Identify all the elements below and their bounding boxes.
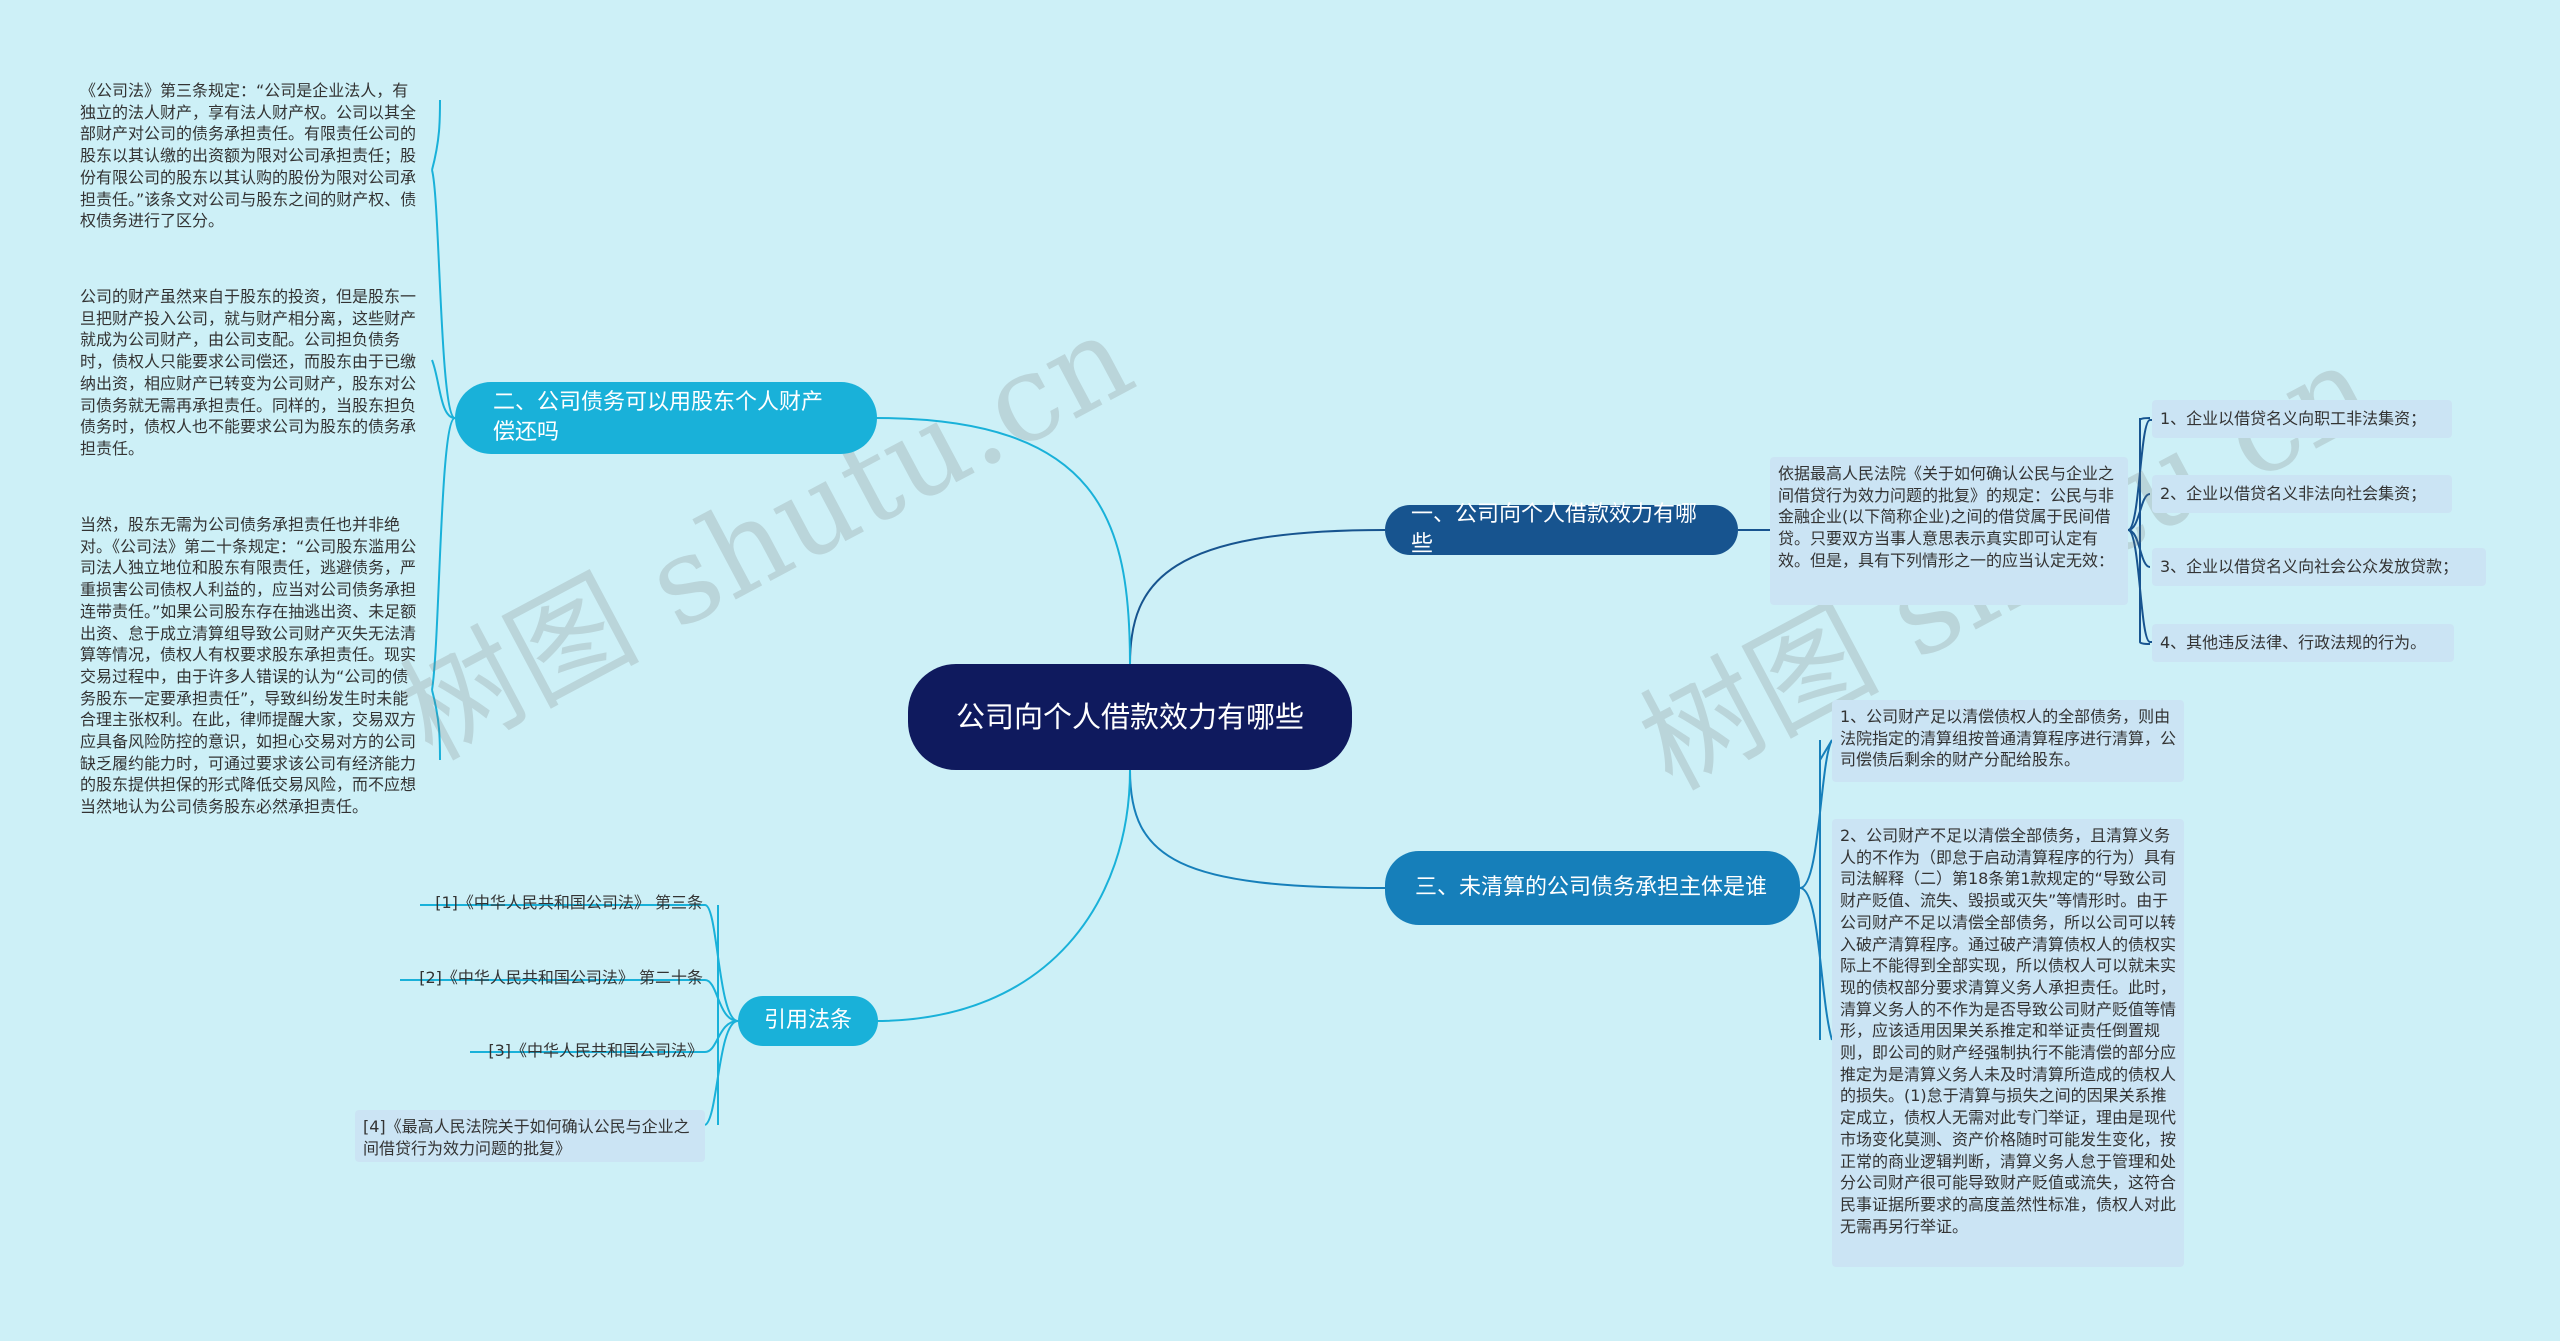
- link-b3-texts: [1799, 739, 1833, 1041]
- reference-1: [1]《中华人民共和国公司法》 第三条: [435, 893, 703, 913]
- link-root-b2: [874, 417, 1131, 665]
- link-root-b1: [1129, 529, 1386, 665]
- branch-1-label: 一、公司向个人借款效力有哪些: [1411, 502, 1698, 557]
- branch-1-item-2: 2、企业以借贷名义非法向社会集资；: [2152, 475, 2452, 513]
- reference-2: [2]《中华人民共和国公司法》 第二十条: [419, 968, 703, 988]
- branch-2-text-3: 当然，股东无需为公司债务承担责任也并非绝对。《公司法》第二十条规定：“公司股东滥…: [80, 515, 417, 817]
- branch-1-item-4: 4、其他违反法律、行政法规的行为。: [2152, 624, 2454, 662]
- branch-2-label: 二、公司债务可以用股东个人财产偿还吗: [493, 390, 824, 445]
- branch-3-label: 三、未清算的公司债务承担主体是谁: [1415, 875, 1768, 900]
- link-root-b3: [1129, 769, 1386, 889]
- branch-2-node[interactable]: 二、公司债务可以用股东个人财产偿还吗: [455, 382, 877, 454]
- branch-1-intro: 依据最高人民法院《关于如何确认公民与企业之间借贷行为效力问题的批复》的规定：公民…: [1770, 457, 2128, 605]
- branch-2-text-1: 《公司法》第三条规定：“公司是企业法人，有独立的法人财产，享有法人财产权。公司以…: [80, 81, 417, 231]
- branch-4-node[interactable]: 引用法条: [738, 996, 878, 1046]
- link-b2-texts: [431, 169, 456, 691]
- link-b4-refs: [704, 904, 739, 1126]
- root-node[interactable]: 公司向个人借款效力有哪些: [908, 664, 1352, 770]
- reference-3: [3]《中华人民共和国公司法》: [488, 1041, 703, 1061]
- link-root-b4: [874, 769, 1131, 1022]
- branch-2-text-2: 公司的财产虽然来自于股东的投资，但是股东一旦把财产投入公司，就与财产相分离，这些…: [80, 287, 417, 458]
- branch-4-label: 引用法条: [763, 1008, 852, 1033]
- branch-1-node[interactable]: 一、公司向个人借款效力有哪些: [1385, 502, 1738, 557]
- reference-4: [4]《最高人民法院关于如何确认公民与企业之间借贷行为效力问题的批复》: [355, 1110, 705, 1162]
- branch-3-node[interactable]: 三、未清算的公司债务承担主体是谁: [1385, 851, 1800, 925]
- branch-3-text-2: 2、公司财产不足以清偿全部债务，且清算义务人的不作为（即怠于启动清算程序的行为）…: [1832, 819, 2184, 1267]
- branch-1-item-1: 1、企业以借贷名义向职工非法集资；: [2152, 400, 2452, 438]
- branch-1-item-3: 3、企业以借贷名义向社会公众发放贷款；: [2152, 548, 2486, 586]
- root-label: 公司向个人借款效力有哪些: [955, 700, 1304, 734]
- branch-3-text-1: 1、公司财产足以清偿债权人的全部债务，则由法院指定的清算组按普通清算程序进行清算…: [1832, 700, 2184, 782]
